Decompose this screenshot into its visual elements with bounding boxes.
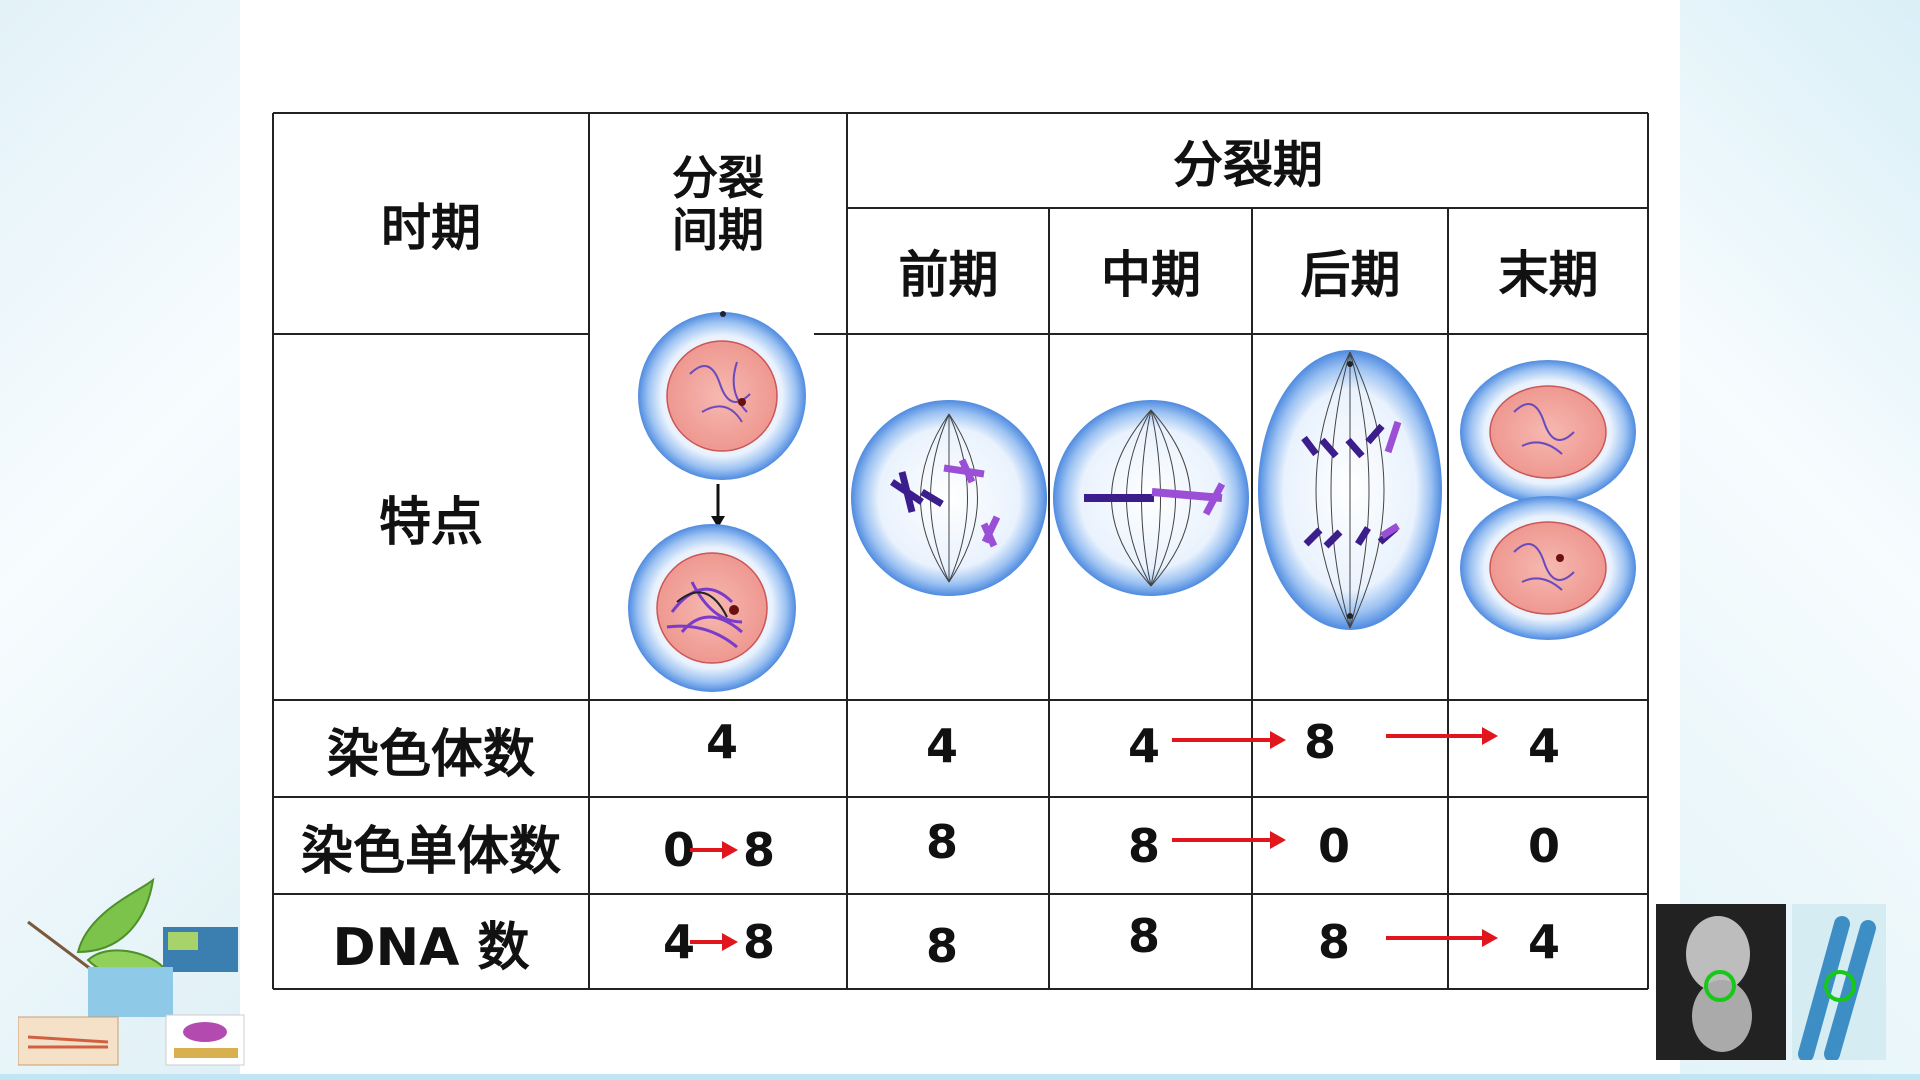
dna-prophase: 8 bbox=[925, 919, 958, 973]
chromosome-telophase: 4 bbox=[1527, 719, 1560, 773]
header-interphase-line2: 间期 bbox=[672, 203, 764, 257]
header-interphase-line1: 分裂 bbox=[672, 151, 764, 205]
header-prophase: 前期 bbox=[898, 246, 999, 304]
chromosome-prophase: 4 bbox=[925, 719, 958, 773]
dna-interphase-from: 4 bbox=[662, 915, 695, 969]
chromatid-metaphase: 8 bbox=[1127, 819, 1160, 873]
header-telophase: 末期 bbox=[1498, 246, 1599, 304]
chromatid-anaphase: 0 bbox=[1317, 819, 1350, 873]
header-period: 时期 bbox=[381, 199, 481, 257]
chromatid-prophase: 8 bbox=[925, 815, 958, 869]
header-anaphase: 后期 bbox=[1300, 246, 1401, 304]
header-division: 分裂期 bbox=[1173, 136, 1323, 194]
bottom-strip bbox=[0, 1074, 1920, 1080]
dna-interphase-arrow bbox=[690, 933, 738, 951]
interphase-cell-top bbox=[638, 311, 806, 480]
dna-telophase: 4 bbox=[1527, 915, 1560, 969]
leaf-icon bbox=[18, 877, 245, 1066]
dna-metaphase: 8 bbox=[1127, 909, 1160, 963]
interphase-arrow bbox=[711, 484, 725, 528]
anaphase-cell bbox=[1258, 350, 1442, 630]
chromosome-interphase: 4 bbox=[705, 715, 738, 769]
chromosome-arrow-2 bbox=[1386, 727, 1498, 745]
row-label-dna: DNA 数 bbox=[332, 917, 530, 978]
interphase-cell-bottom bbox=[628, 524, 796, 692]
background-right-panel bbox=[1680, 0, 1920, 1080]
chromosome-photo-icon bbox=[1656, 904, 1886, 1060]
chromatid-telophase: 0 bbox=[1527, 819, 1560, 873]
prophase-cell bbox=[851, 400, 1047, 596]
row-label-chromosome: 染色体数 bbox=[326, 724, 535, 785]
telophase-cell bbox=[1460, 360, 1636, 640]
chromatid-interphase-arrow bbox=[690, 841, 738, 859]
dna-arrow bbox=[1386, 929, 1498, 947]
row-label-chromatid: 染色单体数 bbox=[300, 821, 561, 882]
row-label-features: 特点 bbox=[378, 493, 483, 553]
chromosome-anaphase: 8 bbox=[1303, 715, 1336, 769]
chromosome-metaphase: 4 bbox=[1127, 719, 1160, 773]
chromosome-arrow-1 bbox=[1172, 731, 1286, 749]
table-grid bbox=[272, 112, 1649, 990]
chromatid-interphase-from: 0 bbox=[662, 823, 695, 877]
dna-interphase-to: 8 bbox=[742, 915, 775, 969]
metaphase-cell bbox=[1053, 400, 1249, 596]
dna-anaphase: 8 bbox=[1317, 915, 1350, 969]
chromatid-interphase-to: 8 bbox=[742, 823, 775, 877]
chromatid-arrow bbox=[1172, 831, 1286, 849]
header-metaphase: 中期 bbox=[1101, 246, 1201, 304]
